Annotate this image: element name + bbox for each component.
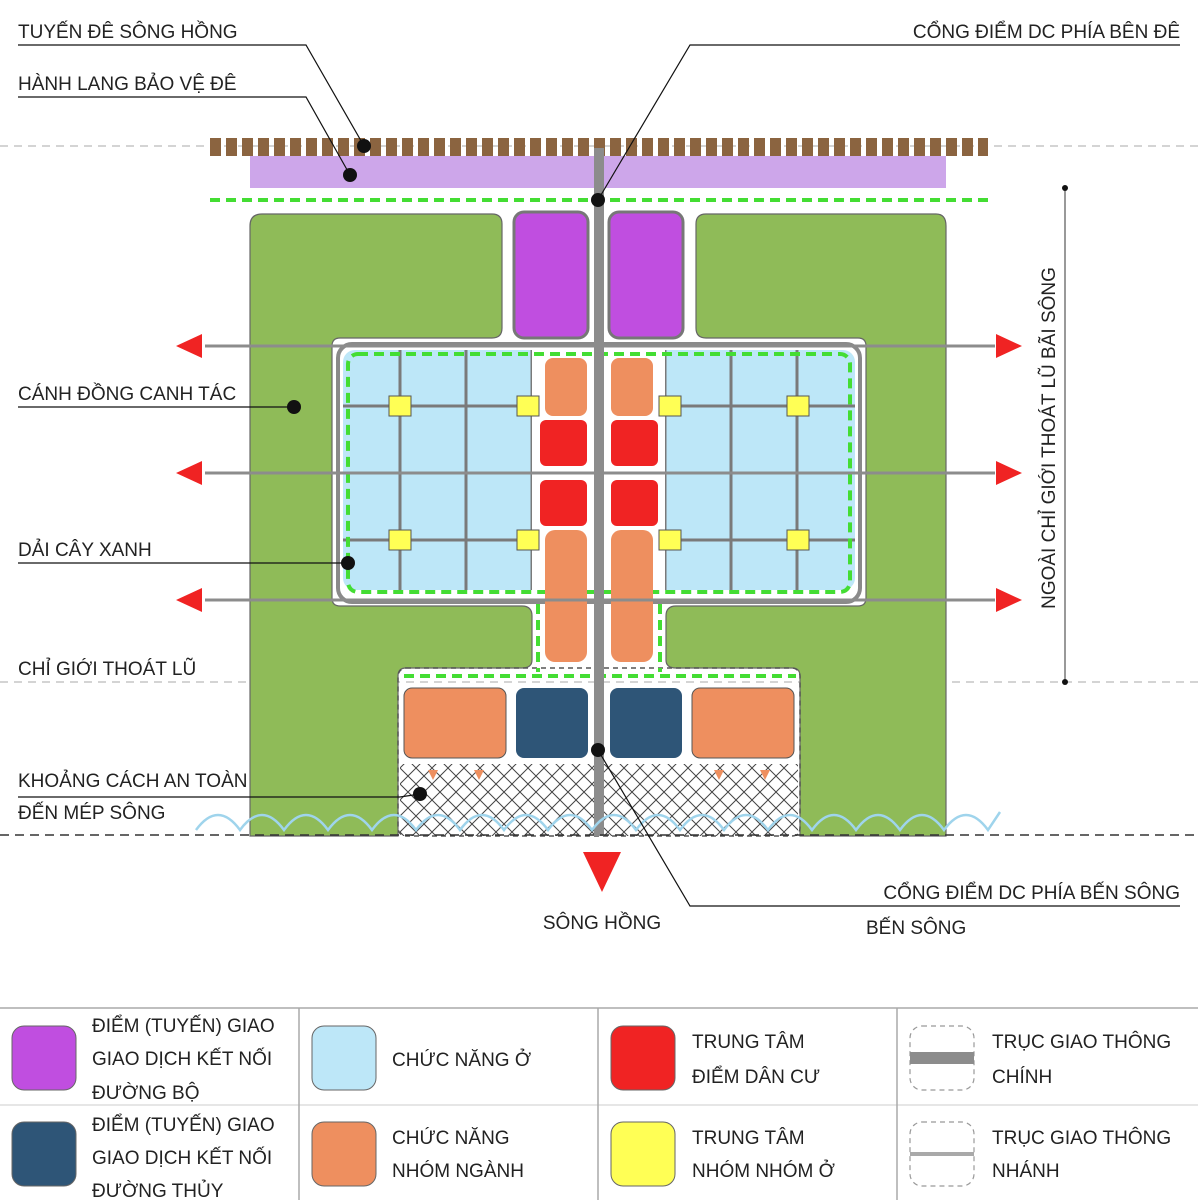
song-hong-dike [210,138,988,156]
label-cong-diem-de: CỔNG ĐIỂM DC PHÍA BÊN ĐÊ [913,21,1180,43]
label-canh-dong: CÁNH ĐỒNG CANH TÁC [18,383,236,405]
road-gateway-right [607,210,685,340]
label-song-hong: SÔNG HỒNG [543,912,661,934]
leader-lines [18,44,1180,907]
legend-water-gateway-line1: ĐIỂM (TUYẾN) GIAO [92,1114,275,1136]
legend-main-axis-bar [910,1052,974,1064]
legend-center-line1: TRUNG TÂM [692,1031,805,1053]
legend-neighborhood-center-line1: TRUNG TÂM [692,1127,805,1149]
industry-block-long-right [611,530,653,662]
main-traffic-axis [594,148,604,836]
center-block-2-right [611,480,658,526]
legend-industry-line2: NHÓM NGÀNH [392,1160,524,1182]
legend-main-axis-line1: TRỤC GIAO THÔNG [992,1031,1171,1053]
label-khoang-cach-1: KHOẢNG CÁCH AN TOÀN [18,770,247,792]
industry-block-bottom-right [691,687,795,759]
legend-swatch-center [610,1025,676,1091]
legend-branch-axis-bar [910,1152,974,1156]
industry-block-top-right [611,358,653,416]
center-block-1-left [540,420,587,466]
center-block-2-left [540,480,587,526]
legend-branch-axis-line2: NHÁNH [992,1161,1060,1182]
industry-block-top-left [545,358,587,416]
label-ben-song: BẾN SÔNG [866,917,966,939]
legend-road-gateway-line2: GIAO DỊCH KẾT NỐI [92,1048,272,1070]
legend-swatch-road-gateway [11,1025,77,1091]
legend-center-line2: ĐIỂM DÂN CƯ [692,1066,820,1088]
legend-water-gateway-line2: GIAO DỊCH KẾT NỐI [92,1147,272,1169]
industry-block-bottom-left [403,687,507,759]
label-khoang-cach-2: ĐẾN MÉP SÔNG [18,802,165,824]
legend-neighborhood-center-line2: NHÓM NHÓM Ở [692,1160,835,1182]
industry-block-long-left [545,530,587,662]
water-gateway-right [610,688,682,758]
neighborhood-centers [388,395,810,551]
label-chi-gioi-thoat-lu: CHỈ GIỚI THOÁT LŨ [18,658,196,680]
legend-industry-line1: CHỨC NĂNG [392,1127,510,1149]
flow-arrows [176,334,1022,892]
label-cong-diem-song: CỔNG ĐIỂM DC PHÍA BẾN SÔNG [883,882,1180,904]
label-hanh-lang: HÀNH LANG BẢO VỆ ĐÊ [18,73,237,95]
legend: ĐIỂM (TUYẾN) GIAO GIAO DỊCH KẾT NỐI ĐƯỜN… [0,1007,1198,1200]
legend-residential-line1: CHỨC NĂNG Ở [392,1049,531,1071]
legend-swatch-residential [311,1025,377,1091]
label-ngoai-chi-gioi: NGOÀI CHỈ GIỚI THOÁT LŨ BÃI SÔNG [1038,267,1060,609]
legend-swatch-neighborhood-center [610,1121,676,1187]
legend-swatch-industry [311,1121,377,1187]
legend-branch-axis-line1: TRỤC GIAO THÔNG [992,1127,1171,1149]
label-tuyen-de: TUYẾN ĐÊ SÔNG HỒNG [18,21,238,43]
label-dai-cay-xanh: DẢI CÂY XANH [18,539,152,561]
legend-road-gateway-line1: ĐIỂM (TUYẾN) GIAO [92,1015,275,1037]
center-block-1-right [611,420,658,466]
leader-dots [287,139,605,801]
river-waves [194,811,1002,833]
legend-water-gateway-line3: ĐƯỜNG THỦY [92,1180,224,1200]
water-gateway-left [516,688,588,758]
small-orange-markers [428,770,770,780]
legend-swatch-water-gateway [11,1121,77,1187]
legend-main-axis-line2: CHÍNH [992,1067,1052,1088]
road-gateway-left [512,210,590,340]
legend-road-gateway-line3: ĐƯỜNG BỘ [92,1082,199,1104]
